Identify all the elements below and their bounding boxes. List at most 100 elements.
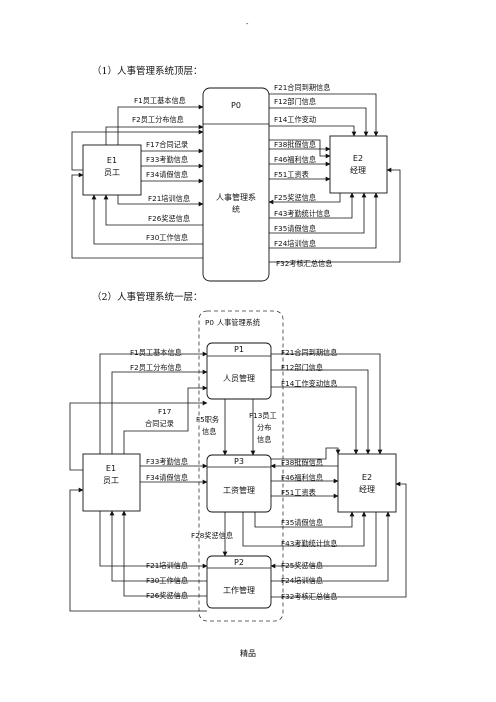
- top-flow-f12-line: [269, 107, 369, 137]
- top-flow-f35: F35请假信息: [274, 224, 316, 233]
- top-flow-f32: F32考核汇总信息: [276, 259, 332, 268]
- top-e2-name: 经理: [350, 165, 366, 175]
- top-loop-left-2: [71, 172, 203, 259]
- bottom-flow-f17-line: [123, 385, 208, 454]
- top-e1-code: E1: [107, 156, 117, 165]
- bottom-p2-code: P2: [234, 558, 244, 567]
- bottom-flow-f30: F30工作信息: [146, 576, 188, 585]
- bottom-flow-f32-line: [271, 481, 407, 598]
- bottom-flow-f34: F34请假信息: [146, 473, 188, 482]
- top-flow-f43: F43考勤统计信息: [274, 209, 330, 218]
- bottom-flow-f12-line: [271, 369, 371, 455]
- top-p0-code: P0: [231, 101, 241, 110]
- top-flow-f34: F34请假信息: [146, 170, 188, 179]
- bottom-flow-f28: F28奖惩信息: [191, 531, 233, 540]
- top-flow-f2: F2员工分布信息: [132, 115, 184, 124]
- bottom-p2-box: [206, 555, 272, 609]
- top-p0-name-1: 人事管理系: [216, 192, 256, 202]
- top-loop-right-1: [269, 139, 331, 159]
- top-flow-f12: F12部门信息: [274, 97, 316, 106]
- top-p0-name-2: 统: [232, 204, 240, 214]
- bottom-flow-f14: F14工作变动信息: [281, 379, 337, 388]
- top-flow-f1: F1员工基本信息: [134, 96, 186, 105]
- bottom-flow-f1-line: [99, 351, 208, 454]
- bottom-flow-f13-text-2: 分布: [257, 423, 271, 432]
- bottom-flow-f2-line: [111, 369, 208, 454]
- bottom-flow-f46: F46福利信息: [281, 473, 323, 482]
- top-flow-f24-line: [269, 192, 379, 249]
- bottom-flow-f25-line: [270, 512, 377, 569]
- top-flow-f30-line: [91, 194, 203, 245]
- bottom-e2-code: E2: [362, 473, 372, 482]
- bottom-flow-f35-line: [254, 511, 355, 528]
- bottom-flow-f21l: F21培训信息: [146, 561, 188, 570]
- bottom-flow-f43-line: [242, 511, 367, 547]
- top-flow-f21r: F21合同到期信息: [274, 83, 330, 92]
- top-e2-code: E2: [353, 154, 363, 163]
- bottom-p1-name: 人员管理: [223, 373, 255, 383]
- top-flow-f21l-line: [117, 195, 204, 207]
- top-flow-f24: F24培训信息: [274, 239, 316, 248]
- top-flow-f2-line: [105, 124, 204, 145]
- bottom-flow-f21l-line: [99, 511, 208, 569]
- bottom-flow-f30-line: [109, 510, 207, 582]
- bottom-flow-f51: F51工资表: [281, 488, 316, 497]
- bottom-title: （2）人事管理系统一层：: [92, 291, 203, 303]
- bottom-flow-f43: F43考勤统计信息: [281, 539, 337, 548]
- bottom-p3-name: 工资管理: [223, 485, 255, 495]
- bottom-loop-left-1: [69, 400, 208, 471]
- bottom-flow-f25: F25奖惩信息: [281, 561, 323, 570]
- bottom-flow-f21r: F21合同到期信息: [281, 348, 337, 357]
- bottom-e2-name: 经理: [359, 484, 375, 494]
- footer-text: 精品: [240, 648, 256, 658]
- top-loop-left-1: [71, 129, 204, 171]
- top-flow-f35-line: [269, 192, 367, 234]
- bottom-flow-f21r-line: [271, 353, 383, 455]
- top-flow-f26: F26奖惩信息: [148, 214, 190, 223]
- bottom-flow-f17-code: F17: [158, 407, 171, 416]
- top-title: （1）人事管理系统顶层：: [92, 65, 203, 77]
- bottom-flow-f13: F13员工: [249, 411, 277, 420]
- bottom-p1-code: P1: [234, 345, 244, 354]
- top-p0-box: [202, 87, 270, 282]
- bottom-flow-f33: F33考勤信息: [146, 457, 188, 466]
- bottom-flow-f32: F32考核汇总信息: [281, 592, 337, 601]
- top-flow-f43-line: [269, 192, 355, 219]
- bottom-flow-f5: F5职务: [196, 415, 219, 424]
- top-e1-box: [82, 144, 142, 196]
- top-flow-f30: F30工作信息: [146, 233, 188, 242]
- top-flow-f14: F14工作变动: [274, 115, 316, 124]
- bottom-flow-f24-line: [271, 511, 391, 582]
- bottom-flow-f26: F26奖惩信息: [146, 591, 188, 600]
- bottom-e1-name: 员工: [103, 476, 119, 485]
- bottom-flow-f13-text-3: 信息: [257, 435, 271, 444]
- top-flow-f25-line: [268, 193, 341, 205]
- top-flow-f46: F46福利信息: [274, 155, 316, 164]
- top-e2-box: [329, 135, 388, 194]
- top-flow-f26-line: [103, 194, 203, 226]
- bottom-flow-f35: F35请假信息: [281, 518, 323, 527]
- bottom-loop-left-2: [69, 487, 207, 612]
- bottom-p2-name: 工作管理: [223, 585, 255, 595]
- top-flow-f17: F17合同记录: [146, 140, 188, 149]
- top-flow-f14-line: [269, 125, 357, 137]
- top-e1-name: 员工: [104, 168, 120, 177]
- bottom-e1-code: E1: [106, 464, 116, 473]
- bottom-flow-f38: F38批假信息: [281, 458, 323, 467]
- top-diagram: （1）人事管理系统顶层： P0 人事管理系 统 E1 员工 E2 经理 F1员工…: [71, 65, 401, 282]
- top-flow-f21l: F21培训信息: [148, 194, 190, 203]
- top-flow-f33: F33考勤信息: [146, 155, 188, 164]
- top-flow-f21r-line: [269, 93, 379, 137]
- bottom-loop-right-1: [271, 447, 341, 460]
- bottom-flow-f17-text: 合同记录: [145, 419, 174, 428]
- bottom-flow-f5-text-2: 信息: [202, 427, 216, 436]
- top-flow-f51: F51工资表: [274, 170, 309, 179]
- header-dot: -: [246, 19, 249, 28]
- top-flow-f38: F38批假信息: [274, 140, 316, 149]
- bottom-flow-f2: F2员工分布信息: [130, 363, 182, 372]
- bottom-flow-f14-line: [271, 386, 359, 455]
- bottom-flow-f24: F24培训信息: [281, 576, 323, 585]
